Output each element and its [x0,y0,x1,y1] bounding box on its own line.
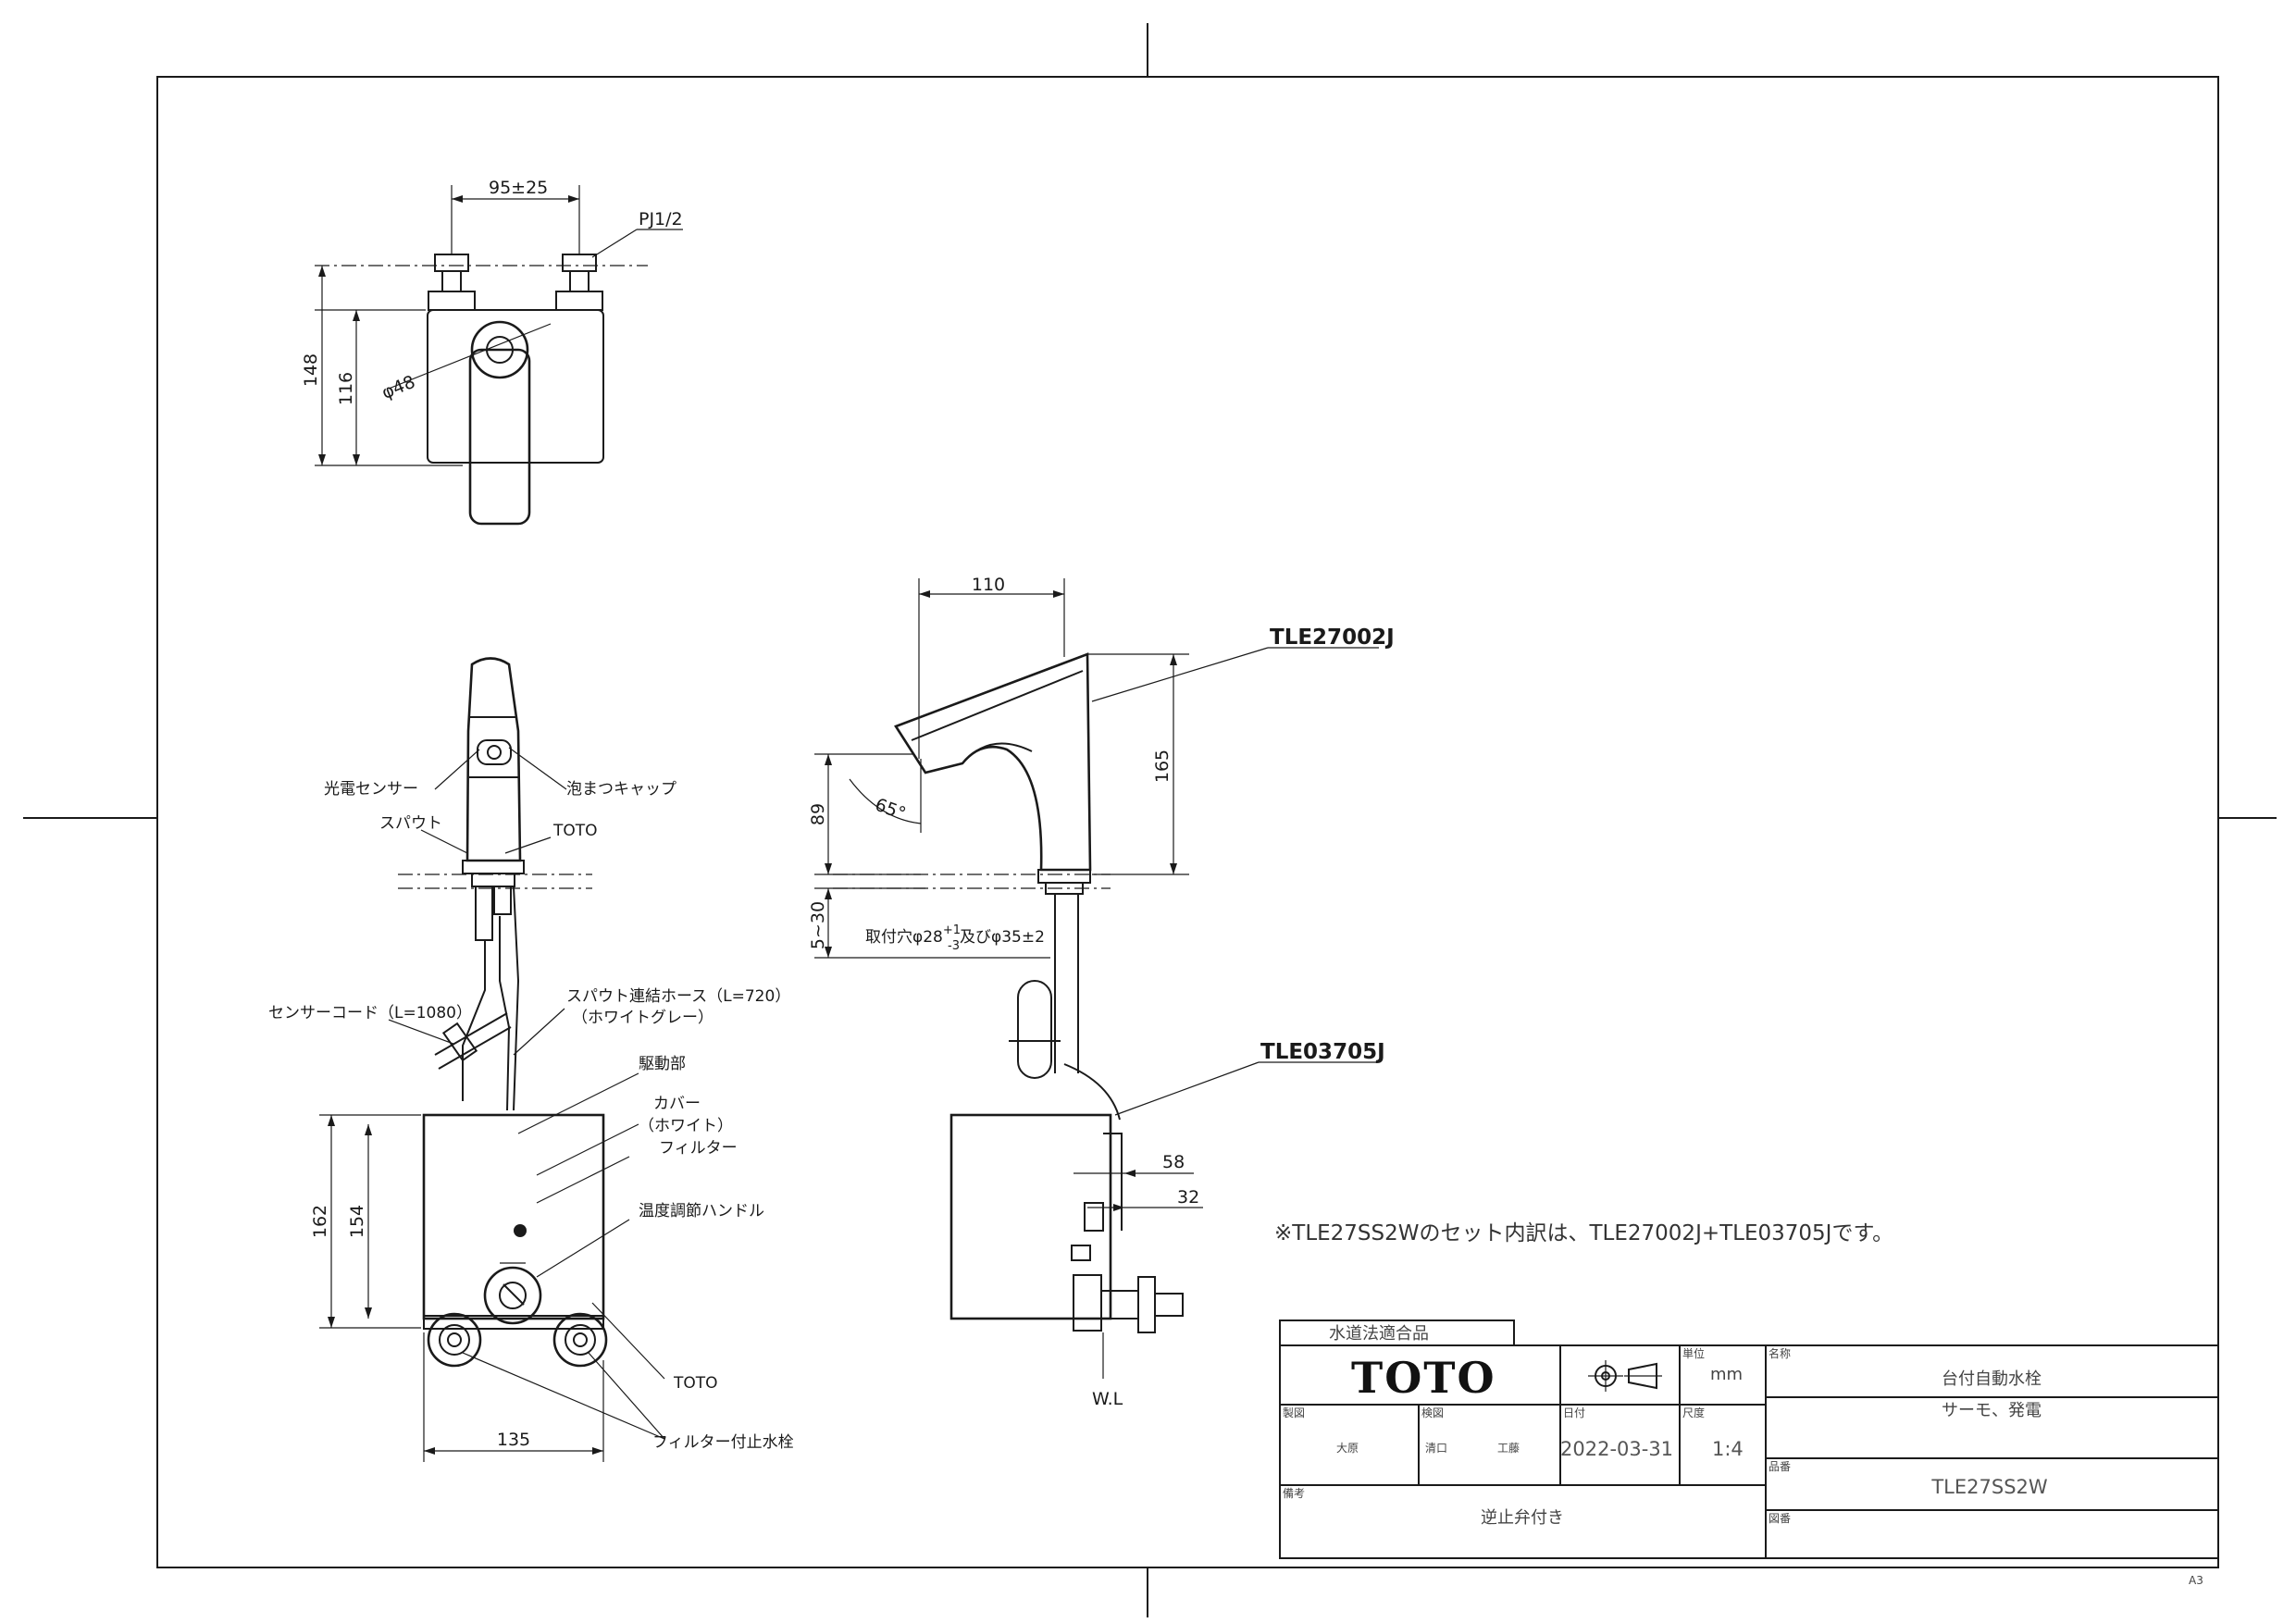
label-part-faucet: TLE27002J [1270,626,1395,650]
dim-thread: PJ1/2 [639,209,683,229]
centering-marks [23,23,2277,1617]
unit-label: 単位 [1682,1346,1705,1360]
dim-height-165: 165 [1152,750,1173,783]
valve-right [555,254,603,311]
dim-w32: 32 [1177,1187,1199,1208]
badge-compliant: 水道法適合品 [1329,1324,1429,1344]
date-label: 日付 [1563,1406,1585,1419]
label-part-unit: TLE03705J [1260,1040,1385,1064]
label-filter: フィルター [659,1139,738,1158]
set-note: ※TLE27SS2Wのセット内訳は、TLE27002J+TLE03705Jです。 [1274,1221,1893,1245]
dim-height-148: 148 [301,353,321,387]
label-drive-unit: 駆動部 [639,1055,686,1073]
valve-left [428,254,476,311]
dim-height-116: 116 [336,372,356,405]
label-toto-mark: TOTO [552,822,598,840]
drawn-label: 製図 [1283,1406,1305,1419]
dim-mount-hole: 取付穴φ28+1 -3及びφ35±2 [865,923,1045,953]
front-view: 光電センサー 泡まつキャップ スパウト TOTO センサーコード（L=1080）… [268,657,794,1462]
dim-height-162: 162 [310,1205,330,1238]
label-hose-color: （ホワイトグレー） [572,1009,714,1027]
model-label: 品番 [1769,1460,1791,1473]
label-spout: スパウト [379,814,442,833]
remarks-label: 備考 [1283,1486,1305,1500]
dim-mount-tol-minus: -3 [948,939,960,953]
unit-value: mm [1710,1365,1743,1384]
sheet-size-mark: A3 [2189,1574,2203,1587]
projection-symbol-icon [1588,1360,1662,1392]
dim-spout-height: 89 [808,803,828,825]
label-sensor-cord: センサーコード（L=1080） [268,1004,472,1022]
product-sub: サーモ、発電 [1942,1401,2042,1420]
date-value: 2022-03-31 [1560,1438,1673,1460]
checked-label: 検図 [1421,1406,1444,1419]
drawing-no-label: 図番 [1769,1512,1791,1525]
dim-mount-prefix: 取付穴φ28 [865,928,943,947]
product-name: 台付自動水栓 [1942,1369,2042,1389]
dim-diameter: φ48 [379,372,418,403]
side-view: W.L 110 165 TLE27002J 89 65° 5~ [808,575,1395,1409]
title-block: 水道法適合品 TOTO 単位 mm 名称 台付自動水栓 サーモ、発電 製図 大原… [1279,1319,2219,1559]
top-view: 95±25 PJ1/2 φ48 148 116 [301,178,683,526]
scale-value: 1:4 [1712,1438,1744,1460]
toto-logo: TOTO [1351,1353,1496,1403]
dim-spacing: 95±25 [489,178,548,198]
label-toto-mark-2: TOTO [673,1374,718,1393]
checked-by: 清口 [1425,1442,1447,1455]
remarks-value: 逆止弁付き [1481,1508,1564,1528]
drawn-by: 大原 [1336,1442,1359,1455]
dim-mount-suffix: 及びφ35±2 [960,928,1045,947]
scale-label: 尺度 [1682,1406,1705,1419]
dim-mount-tol-plus: +1 [943,923,961,937]
label-temp-handle: 温度調節ハンドル [639,1202,764,1220]
border-frame [156,76,2219,1568]
label-wl: W.L [1092,1389,1123,1409]
dim-deck: 5~30 [808,901,828,949]
dim-w58: 58 [1162,1152,1185,1172]
label-cover-color: （ホワイト） [639,1117,733,1135]
label-aerator: 泡まつキャップ [566,780,676,799]
checked-by-2: 工藤 [1497,1442,1520,1455]
name-label: 名称 [1769,1346,1791,1360]
dim-height-154: 154 [347,1205,367,1238]
label-spout-hose: スパウト連結ホース（L=720） [566,987,790,1006]
dim-angle: 65° [872,795,908,824]
label-stop-valve: フィルター付止水栓 [652,1433,794,1452]
label-cover: カバー [653,1095,701,1113]
model-value: TLE27SS2W [1930,1476,2048,1498]
dim-width-135: 135 [497,1430,530,1450]
label-sensor: 光電センサー [324,780,418,799]
dim-reach: 110 [972,575,1005,595]
